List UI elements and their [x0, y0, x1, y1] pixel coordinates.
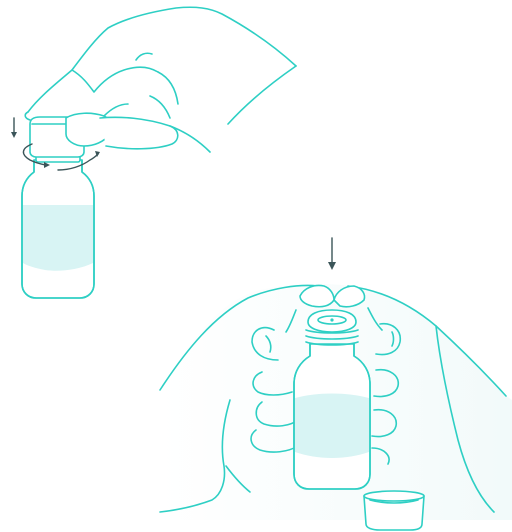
- removed-cap: [364, 491, 424, 530]
- panel-open-cap: [11, 7, 296, 298]
- press-down-arrow: [328, 238, 336, 270]
- panel-press-adapter: [160, 238, 512, 530]
- large-bottle-liquid: [295, 394, 369, 459]
- bottle-liquid: [23, 205, 93, 271]
- hand-upper: [25, 7, 296, 152]
- push-down-arrow: [11, 118, 17, 138]
